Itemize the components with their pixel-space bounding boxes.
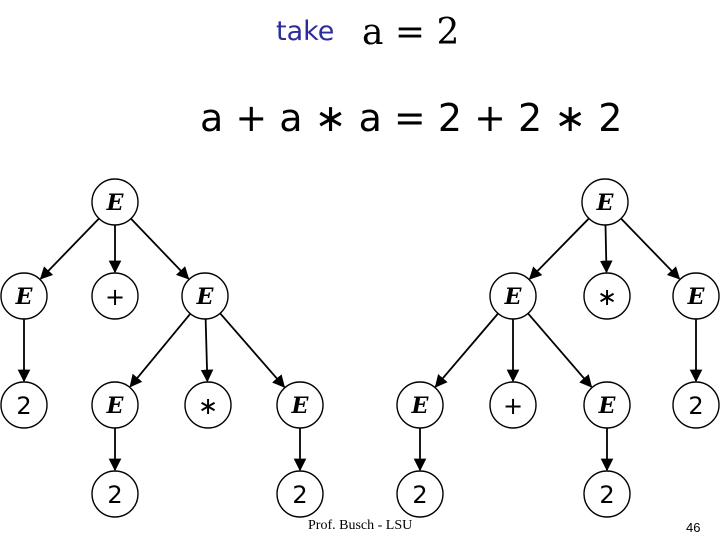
tree-node-circle [184, 381, 232, 429]
tree-edge [434, 312, 499, 388]
tree-node: + [91, 272, 139, 320]
tree-node-label: 2 [16, 392, 31, 420]
tree-node-label: E [106, 393, 125, 419]
tree-node: E [276, 381, 324, 429]
tree-node-circle [583, 272, 631, 320]
tree-node-label: E [196, 284, 215, 310]
tree-node-label: E [411, 393, 430, 419]
tree-node-label: ∗ [198, 392, 218, 420]
tree-edge [39, 217, 100, 280]
tree-node: ∗ [184, 381, 232, 429]
tree-node-label: ∗ [597, 283, 617, 311]
tree-edge [130, 217, 190, 280]
tree-node-circle [672, 272, 720, 320]
tree-node-circle [583, 381, 631, 429]
tree-node-circle [276, 381, 324, 429]
tree-node-circle [489, 272, 537, 320]
tree-node-circle [489, 381, 537, 429]
tree-node-circle [91, 381, 139, 429]
tree-node-circle [91, 272, 139, 320]
tree-node-label: 2 [688, 392, 703, 420]
tree-node-label: 2 [107, 481, 122, 509]
tree-node-circle [583, 470, 631, 518]
tree-node: E [581, 178, 629, 226]
tree-edge [527, 312, 593, 388]
tree-edge [599, 224, 613, 274]
tree-edge [129, 313, 192, 388]
tree-node: E [91, 381, 139, 429]
tree-node: E [672, 272, 720, 320]
tree-node-circle [0, 381, 48, 429]
tree-edge [620, 217, 681, 280]
tree-node-label: E [504, 284, 523, 310]
tree-node-circle [672, 381, 720, 429]
tree-node-circle [396, 470, 444, 518]
tree-edge [528, 217, 590, 280]
tree-node-circle [91, 470, 139, 518]
tree-node-label: 2 [599, 481, 614, 509]
tree-node: 2 [0, 381, 48, 429]
tree-node-circle [0, 272, 48, 320]
tree-node: E [396, 381, 444, 429]
tree-node: E [583, 381, 631, 429]
expression-equation: a + a ∗ a = 2 + 2 ∗ 2 [200, 96, 623, 140]
tree-node: 2 [583, 470, 631, 518]
tree-node-label: E [596, 190, 615, 216]
tree-node: ∗ [583, 272, 631, 320]
take-label: take [276, 16, 335, 47]
tree-node-label: E [291, 393, 310, 419]
tree-node: E [181, 272, 229, 320]
tree-node: E [489, 272, 537, 320]
tree-node-label: E [15, 284, 34, 310]
tree-node: 2 [91, 470, 139, 518]
tree-node-label: E [687, 284, 706, 310]
footer-credit: Prof. Busch - LSU [308, 518, 413, 533]
tree-edge [200, 318, 214, 383]
parse-tree-left: E E + E 2 E ∗ E 2 2 [0, 178, 324, 518]
tree-node-circle [91, 178, 139, 226]
page-number: 46 [686, 520, 701, 535]
tree-node-circle [181, 272, 229, 320]
tree-node: 2 [276, 470, 324, 518]
tree-node-circle [581, 178, 629, 226]
tree-node-label: 2 [412, 481, 427, 509]
tree-node-label: + [503, 392, 523, 420]
tree-node: E [91, 178, 139, 226]
tree-node: 2 [396, 470, 444, 518]
assignment-equation: a = 2 [362, 12, 460, 53]
tree-edge [219, 312, 286, 388]
tree-node-label: E [106, 190, 125, 216]
tree-node: 2 [672, 381, 720, 429]
tree-node-label: E [598, 393, 617, 419]
tree-node-label: + [105, 283, 125, 311]
tree-node: + [489, 381, 537, 429]
tree-node-label: 2 [292, 481, 307, 509]
tree-node-circle [396, 381, 444, 429]
parse-tree-right: E E ∗ E E + E 2 2 2 [396, 178, 720, 518]
tree-node-circle [276, 470, 324, 518]
tree-node: E [0, 272, 48, 320]
